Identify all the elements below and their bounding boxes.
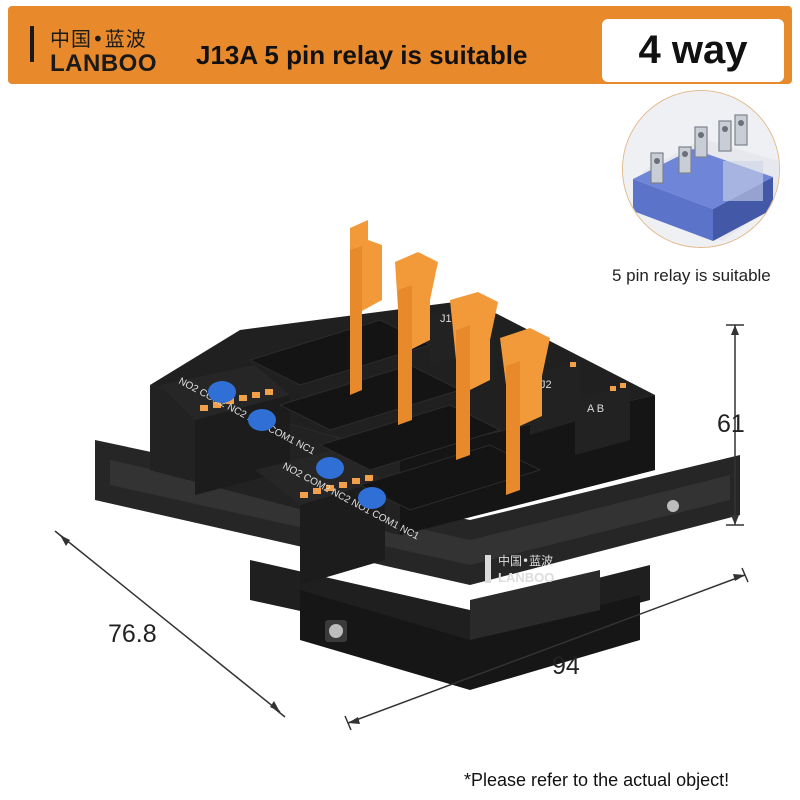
logo-english-text: LANBOO [50, 50, 157, 77]
jumper-label-0: J1 [440, 313, 452, 325]
jumper-label-1: J2 [540, 379, 552, 391]
channel-count-text: 4 way [638, 28, 748, 72]
orange-release-levers [350, 220, 550, 495]
lever-3 [450, 292, 498, 460]
logo-mark [30, 26, 34, 62]
header-banner: 中国•蓝波 LANBOO J13A 5 pin relay is suitabl… [8, 6, 792, 84]
dimension-width: 76.8 [108, 620, 157, 648]
blue-coil-indicators [208, 381, 386, 509]
disclaimer-note: *Please refer to the actual object! [464, 770, 730, 790]
lever-4 [500, 328, 550, 495]
housing-logo-mark [485, 555, 491, 583]
relay-inset-image [622, 90, 780, 248]
relay-sockets [248, 319, 542, 511]
logo-chinese-text: 中国•蓝波 [50, 27, 147, 51]
inset-caption: 5 pin relay is suitable [612, 266, 771, 285]
dimension-arrows [60, 325, 745, 724]
housing-brand-en: LANBOO [498, 570, 554, 585]
dimension-length: 94 [552, 652, 580, 680]
housing-brand-cn: 中国•蓝波 [498, 553, 553, 568]
jumper-label-3: A B [587, 403, 604, 415]
relay-illustration [623, 91, 779, 247]
lever-1 [350, 220, 382, 395]
product-title: J13A 5 pin relay is suitable [196, 40, 528, 70]
dimension-height: 61 [717, 410, 745, 438]
channel-count-badge: 4 way [602, 19, 784, 82]
lever-2 [395, 252, 438, 425]
